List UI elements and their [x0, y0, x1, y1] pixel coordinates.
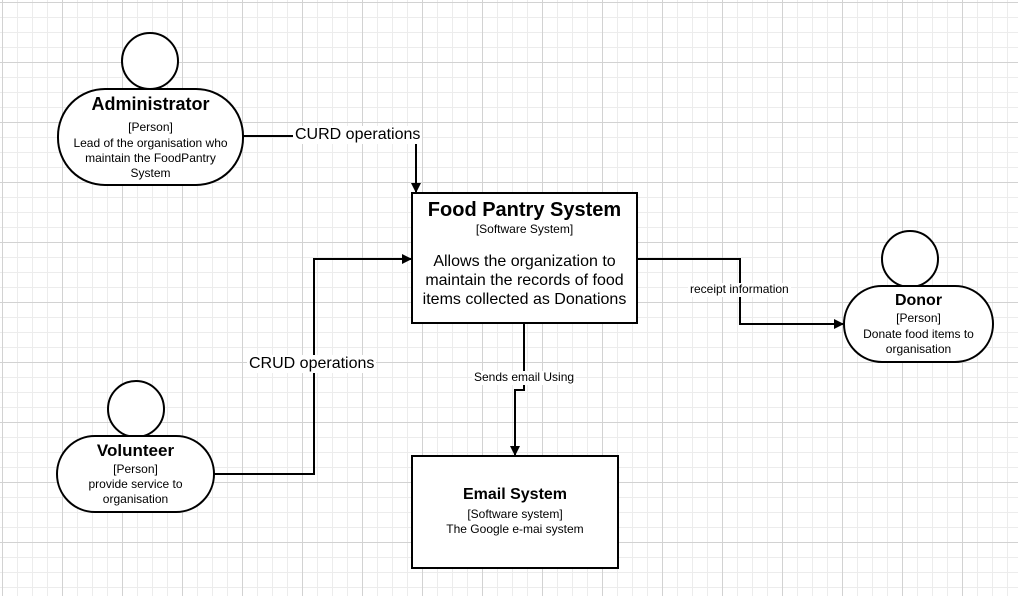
administrator-head-icon — [121, 32, 179, 90]
volunteer-head-icon — [107, 380, 165, 438]
volunteer-type: [Person] — [113, 462, 158, 476]
administrator-person[interactable]: Administrator [Person] Lead of the organ… — [57, 88, 244, 186]
food-pantry-system-description: Allows the organization to maintain the … — [422, 253, 627, 308]
email-system[interactable]: Email System [Software system] The Googl… — [411, 455, 619, 569]
donor-description: Donate food items to organisation — [863, 327, 974, 356]
food-pantry-system[interactable]: Food Pantry System [Software System] All… — [411, 192, 638, 324]
email-system-description: The Google e-mai system — [446, 522, 584, 536]
system-to-email-label: Sends email Using — [472, 370, 577, 385]
donor-type: [Person] — [896, 311, 941, 325]
email-system-name: Email System — [462, 486, 568, 503]
system-to-donor-label: receipt information — [688, 282, 791, 297]
food-pantry-system-type: [Software System] — [475, 222, 574, 236]
administrator-type: [Person] — [128, 120, 173, 134]
system-to-email-connector — [510, 323, 525, 456]
administrator-name: Administrator — [91, 94, 210, 114]
volunteer-person[interactable]: Volunteer [Person] provide service to or… — [56, 435, 215, 513]
volunteer-name: Volunteer — [96, 441, 175, 460]
donor-name: Donor — [894, 292, 943, 309]
admin-to-system-label: CURD operations — [293, 126, 423, 145]
volunteer-description: provide service to organisation — [88, 477, 183, 506]
food-pantry-system-name: Food Pantry System — [427, 199, 622, 221]
volunteer-to-system-label: CRUD operations — [247, 355, 377, 374]
administrator-description: Lead of the organisation who maintain th… — [73, 136, 228, 180]
donor-head-icon — [881, 230, 939, 288]
email-system-type: [Software system] — [467, 507, 563, 521]
admin-to-system-connector — [243, 135, 421, 193]
donor-person[interactable]: Donor [Person] Donate food items to orga… — [843, 285, 994, 363]
